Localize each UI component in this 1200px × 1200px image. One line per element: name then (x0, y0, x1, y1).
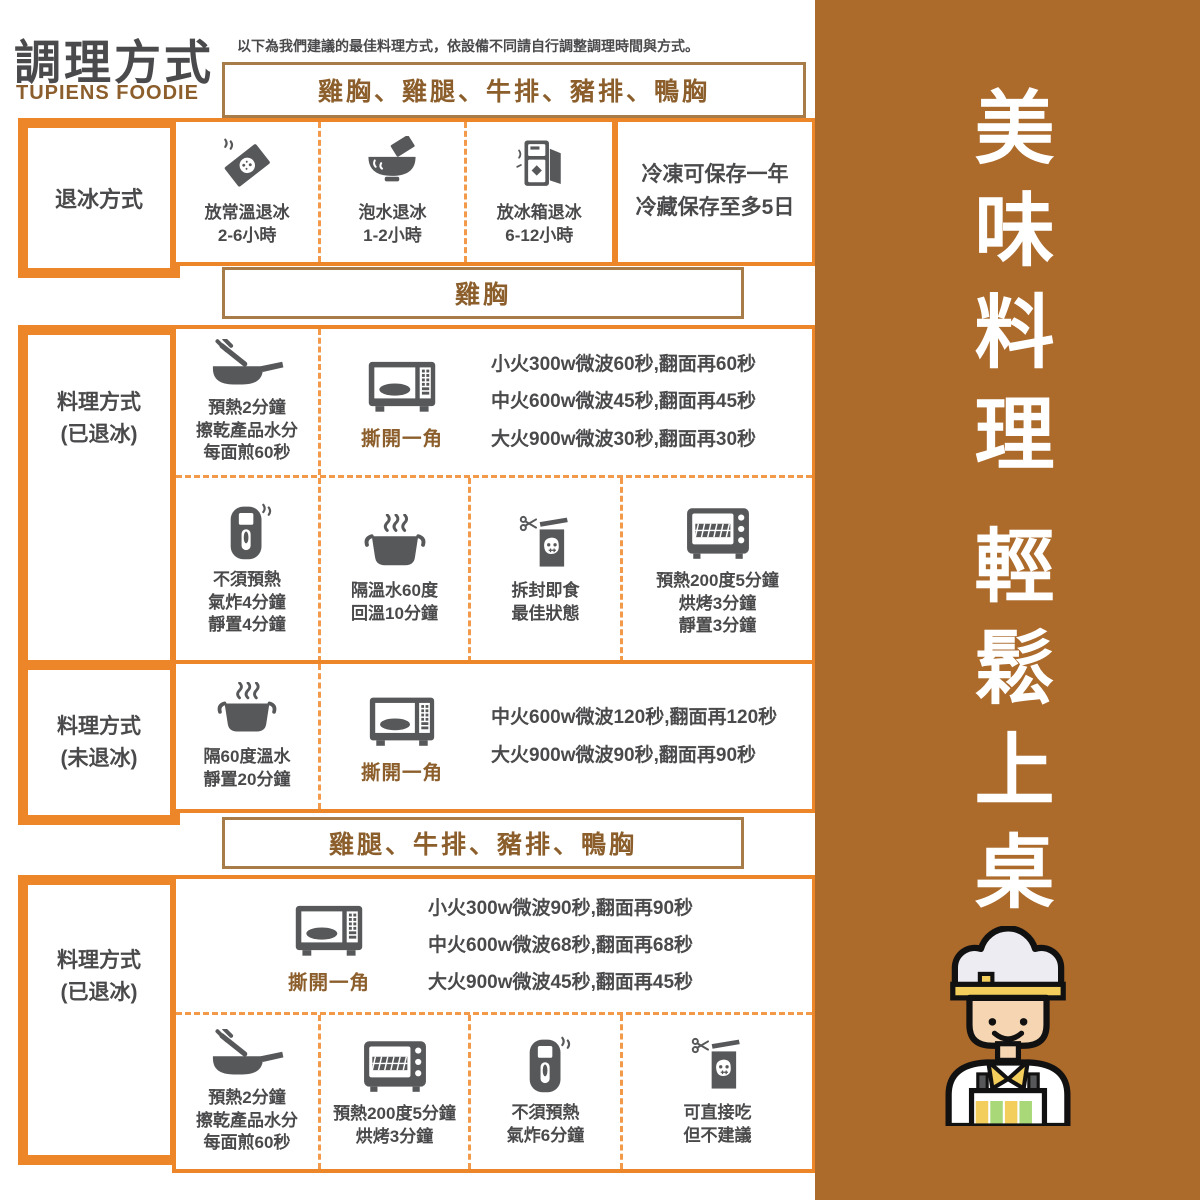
oven-method-cell: 預熱200度5分鐘 烘烤3分鐘 靜置3分鐘 (623, 478, 812, 662)
method-caption: 預熱2分鐘 擦乾產品水分 每面煎60秒 (196, 1087, 298, 1153)
defrost-methods-box: 放常溫退冰 2-6小時 泡水退冰 1-2小時 放冰箱退冰 6-12小時 (172, 118, 616, 266)
microwave-caption: 撕開一角 (288, 971, 371, 994)
defrost-caption: 放常溫退冰 2-6小時 (204, 203, 290, 245)
microwave-method-cell: 撕開一角 (361, 353, 443, 451)
pot-method-cell: 隔60度溫水 靜置20分鐘 (176, 664, 321, 809)
open-bag-icon (689, 1036, 747, 1094)
oven-icon (685, 502, 751, 562)
air-fryer-icon (218, 503, 276, 561)
row-divider (176, 1012, 812, 1015)
row-divider (176, 475, 812, 478)
pot-icon (217, 682, 277, 738)
microwave-method-cell: 撕開一角 (288, 897, 370, 995)
microwave-icon (366, 353, 438, 415)
air-fryer-icon (517, 1036, 575, 1094)
defrost-method-soak: 泡水退冰 1-2小時 (321, 122, 467, 262)
microwave-icon (367, 689, 437, 749)
category-header: 雞胸、雞腿、牛排、豬排、鴨胸 (222, 62, 806, 118)
other-meats-thawed-box: 撕開一角 小火300w微波90秒,翻面再90秒 中火600w微波68秒,翻面再6… (172, 875, 816, 1173)
brand-subtitle: TUPIENS FOODIE (16, 82, 199, 104)
defrost-caption: 泡水退冰 1-2小時 (358, 203, 427, 245)
storage-note-box: 冷凍可保存一年 冷藏保存至多5日 (614, 118, 816, 266)
soak-bowl-icon (363, 136, 421, 194)
cook-thawed-label: 料理方式 (已退冰) (18, 325, 180, 707)
sidebar-tagline-1: 美味料理 (963, 86, 1053, 494)
microwave-zone: 撕開一角 小火300w微波90秒,翻面再90秒 中火600w微波68秒,翻面再6… (176, 879, 812, 1012)
oven-icon (362, 1035, 428, 1095)
defrost-caption: 放冰箱退冰 6-12小時 (496, 203, 582, 245)
method-caption: 拆封即食 最佳狀態 (511, 581, 580, 623)
method-caption: 隔溫水60度 回溫10分鐘 (351, 581, 438, 623)
microwave-settings: 小火300w微波60秒,翻面再60秒 中火600w微波45秒,翻面再45秒 大火… (491, 354, 757, 450)
air-fryer-method-cell: 不須預熱 氣炸4分鐘 靜置4分鐘 (176, 478, 321, 662)
thawed-bottom-row: 預熱2分鐘 擦乾產品水分 每面煎60秒 預熱200度5分鐘 烘烤3分鐘 不須預熱… (176, 1015, 812, 1169)
top-note: 以下為我們建議的最佳料理方式，依設備不同請自行調整調理時間與方式。 (237, 38, 699, 54)
microwave-settings: 中火600w微波120秒,翻面再120秒 大火900w微波90秒,翻面再90秒 (491, 707, 778, 766)
pot-method-cell: 隔溫水60度 回溫10分鐘 (321, 478, 471, 662)
method-caption: 預熱200度5分鐘 烘烤3分鐘 靜置3分鐘 (656, 570, 779, 636)
sidebar-panel: 美味料理 輕鬆上桌 (815, 0, 1200, 1200)
chef-icon (945, 926, 1071, 1126)
defrost-method-fridge: 放冰箱退冰 6-12小時 (467, 122, 612, 262)
pan-icon (210, 1029, 284, 1079)
chicken-breast-thawed-box: 預熱2分鐘 擦乾產品水分 每面煎60秒 撕開一角 小火300w微波60秒,翻面再… (172, 325, 816, 666)
defrost-method-room-temp: 放常溫退冰 2-6小時 (176, 122, 322, 262)
chicken-breast-frozen-box: 隔60度溫水 靜置20分鐘 撕開一角 中火600w微波120秒,翻面再120秒 … (172, 660, 816, 813)
air-fryer-method-cell: 不須預熱 氣炸6分鐘 (471, 1015, 623, 1169)
microwave-zone: 撕開一角 小火300w微波60秒,翻面再60秒 中火600w微波45秒,翻面再4… (321, 329, 812, 475)
sidebar-tagline-2: 輕鬆上桌 (963, 524, 1053, 932)
microwave-zone: 撕開一角 中火600w微波120秒,翻面再120秒 大火900w微波90秒,翻面… (321, 664, 812, 809)
microwave-settings: 小火300w微波90秒,翻面再90秒 中火600w微波68秒,翻面再68秒 大火… (428, 897, 694, 994)
pot-caption: 隔60度溫水 靜置20分鐘 (203, 746, 291, 789)
open-bag-method-cell: 拆封即食 最佳狀態 (471, 478, 623, 662)
section-header-chicken-breast: 雞胸 (222, 267, 744, 319)
pan-icon (210, 339, 284, 389)
method-caption: 可直接吃 但不建議 (683, 1103, 752, 1145)
pan-caption: 預熱2分鐘 擦乾產品水分 每面煎60秒 (196, 397, 298, 463)
fridge-icon (510, 136, 568, 194)
open-bag-icon (517, 514, 575, 572)
open-bag-method-cell: 可直接吃 但不建議 (623, 1015, 812, 1169)
microwave-icon (293, 897, 365, 959)
pan-method-cell: 預熱2分鐘 擦乾產品水分 每面煎60秒 (176, 329, 321, 475)
microwave-caption: 撕開一角 (361, 761, 444, 784)
method-caption: 不須預熱 氣炸4分鐘 靜置4分鐘 (208, 569, 286, 635)
pan-method-cell: 預熱2分鐘 擦乾產品水分 每面煎60秒 (176, 1015, 321, 1169)
method-caption: 預熱200度5分鐘 烘烤3分鐘 (333, 1104, 456, 1146)
oven-method-cell: 預熱200度5分鐘 烘烤3分鐘 (321, 1015, 471, 1169)
section-header-other-meats: 雞腿、牛排、豬排、鴨胸 (222, 817, 744, 869)
vacuum-bag-icon (218, 136, 276, 194)
cook-thawed-label-2: 料理方式 (已退冰) (18, 875, 180, 1165)
thawed-bottom-row: 不須預熱 氣炸4分鐘 靜置4分鐘 隔溫水60度 回溫10分鐘 拆封即食 最佳狀態… (176, 478, 812, 662)
brand-title: 調理方式 (14, 36, 214, 89)
pot-icon (364, 514, 426, 572)
cook-frozen-label: 料理方式 (未退冰) (18, 660, 180, 825)
defrost-row-label: 退冰方式 (18, 118, 180, 278)
method-caption: 不須預熱 氣炸6分鐘 (506, 1103, 585, 1145)
microwave-caption: 撕開一角 (361, 428, 444, 450)
microwave-method-cell: 撕開一角 (361, 689, 443, 785)
thawed-top-row: 預熱2分鐘 擦乾產品水分 每面煎60秒 撕開一角 小火300w微波60秒,翻面再… (176, 329, 812, 475)
